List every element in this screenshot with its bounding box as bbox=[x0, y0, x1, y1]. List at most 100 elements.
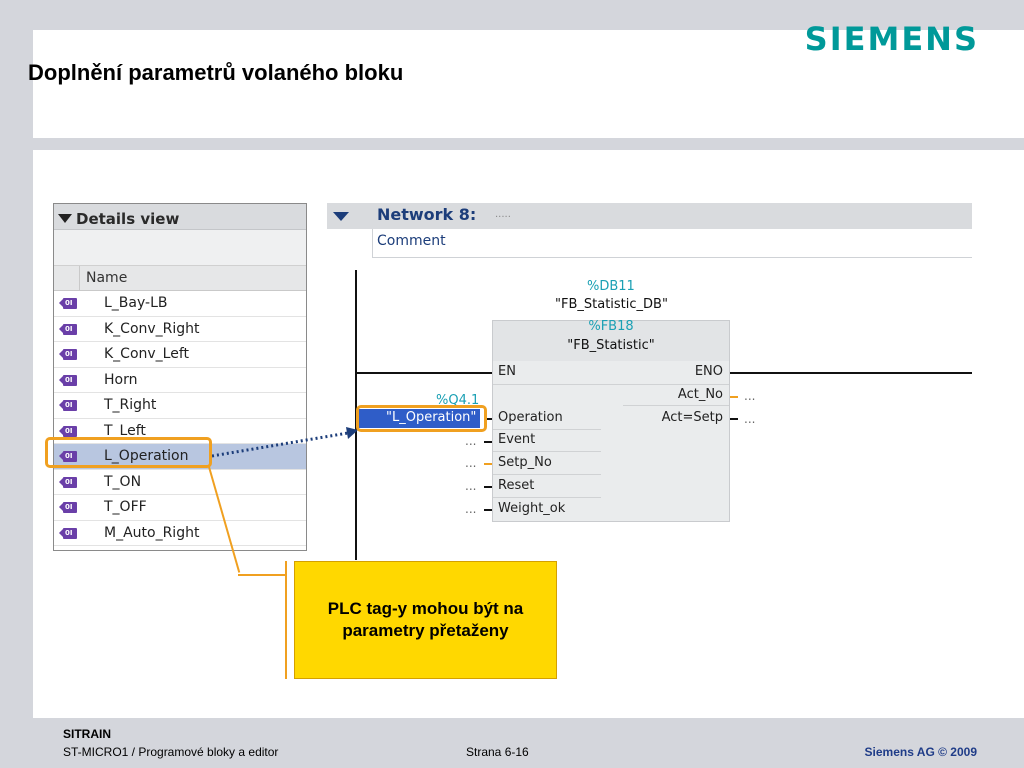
tag-icon-text: 0I bbox=[65, 426, 73, 435]
column-header-label: Name bbox=[86, 270, 128, 286]
tag-name: K_Conv_Left bbox=[104, 346, 190, 362]
tag-name: Horn bbox=[104, 371, 138, 388]
highlight-source-tag bbox=[45, 437, 212, 468]
input-pin-operation[interactable]: Operation bbox=[498, 410, 563, 425]
input-pin-reset[interactable]: Reset bbox=[498, 478, 535, 493]
drag-arrowhead-icon bbox=[346, 427, 358, 439]
footer-copyright: Siemens AG © 2009 bbox=[864, 745, 977, 759]
fb-address: %FB18 bbox=[588, 319, 634, 334]
footer-course: ST-MICRO1 / Programové bloky a editor bbox=[63, 745, 279, 759]
list-item[interactable]: 0I K_Conv_Left bbox=[54, 342, 306, 368]
input-pin-setp-no[interactable]: Setp_No bbox=[498, 455, 552, 470]
setp-no-stub bbox=[484, 463, 492, 465]
list-item[interactable]: 0I T_OFF bbox=[54, 495, 306, 521]
instance-db-address[interactable]: %DB11 bbox=[587, 279, 635, 294]
pin-divider bbox=[493, 429, 601, 430]
plc-tag-icon[interactable]: 0I bbox=[59, 374, 77, 386]
reset-stub bbox=[484, 486, 492, 488]
list-item[interactable]: 0I K_Conv_Right bbox=[54, 317, 306, 342]
list-item[interactable]: 0I Horn bbox=[54, 368, 306, 393]
reset-placeholder[interactable]: ... bbox=[465, 479, 477, 493]
act-setp-placeholder[interactable]: ... bbox=[744, 412, 756, 426]
act-no-placeholder[interactable]: ... bbox=[744, 389, 756, 403]
footer-brand: SITRAIN bbox=[63, 727, 111, 741]
plc-tag-icon[interactable]: 0I bbox=[59, 323, 77, 335]
input-pin-en[interactable]: EN bbox=[498, 364, 516, 379]
tag-name: T_ON bbox=[104, 473, 142, 490]
callout-connector-vertical bbox=[285, 561, 287, 679]
tag-icon-text: 0I bbox=[65, 375, 73, 384]
tag-icon-text: 0I bbox=[65, 401, 73, 409]
event-placeholder[interactable]: ... bbox=[465, 434, 477, 448]
siemens-logo: SIEMENS bbox=[804, 20, 979, 58]
slide-header-area bbox=[33, 30, 1024, 138]
tag-name: L_Bay-LB bbox=[104, 295, 168, 311]
slide-title: Doplnění parametrů volaného bloku bbox=[28, 60, 404, 85]
details-view-header[interactable]: Details view bbox=[54, 204, 306, 230]
pin-divider bbox=[493, 384, 729, 385]
setp-no-placeholder[interactable]: ... bbox=[465, 456, 477, 470]
fb-name: "FB_Statistic" bbox=[567, 338, 655, 353]
column-separator bbox=[79, 266, 80, 291]
input-pin-weight-ok[interactable]: Weight_ok bbox=[498, 501, 566, 516]
pin-divider bbox=[493, 497, 601, 498]
list-item[interactable]: 0I T_ON bbox=[54, 470, 306, 495]
operation-tag-field[interactable]: "L_Operation" bbox=[359, 409, 480, 428]
tag-icon-text: 0I bbox=[65, 324, 73, 333]
callout-connector-horizontal bbox=[238, 574, 286, 576]
operation-tag-address[interactable]: %Q4.1 bbox=[436, 393, 480, 408]
network-header[interactable]: Network 8: ..... bbox=[327, 203, 972, 229]
en-wire bbox=[357, 372, 492, 374]
plc-tag-icon[interactable]: 0I bbox=[59, 476, 77, 488]
network-title: Network 8: bbox=[377, 205, 477, 224]
network-title-placeholder[interactable]: ..... bbox=[495, 209, 511, 220]
drag-dotted-line bbox=[211, 431, 349, 458]
column-header-name[interactable]: Name bbox=[54, 266, 306, 291]
output-pin-act-no[interactable]: Act_No bbox=[677, 387, 723, 402]
pin-divider bbox=[623, 405, 729, 406]
tag-name: T_Left bbox=[104, 422, 146, 439]
output-pin-act-setp[interactable]: Act=Setp bbox=[661, 410, 723, 425]
collapse-triangle-icon[interactable] bbox=[58, 214, 72, 223]
tag-name: K_Conv_Right bbox=[104, 320, 200, 337]
eno-wire bbox=[730, 372, 972, 374]
operation-stub bbox=[484, 418, 492, 420]
tag-icon-text: 0I bbox=[65, 477, 73, 486]
plc-tag-icon[interactable]: 0I bbox=[59, 527, 77, 539]
input-pin-event[interactable]: Event bbox=[498, 432, 536, 447]
output-pin-eno[interactable]: ENO bbox=[694, 364, 723, 379]
highlight-target-parameter bbox=[356, 405, 487, 432]
tag-name: T_OFF bbox=[104, 499, 147, 515]
pin-divider bbox=[493, 474, 601, 475]
tag-icon-text: 0I bbox=[65, 299, 73, 307]
act-setp-stub bbox=[730, 418, 738, 420]
list-item[interactable]: 0I M_Auto_Right bbox=[54, 521, 306, 546]
details-view-toolbar bbox=[54, 230, 306, 266]
tag-icon-text: 0I bbox=[65, 528, 73, 537]
plc-tag-icon[interactable]: 0I bbox=[59, 451, 77, 462]
network-collapse-icon[interactable] bbox=[333, 212, 349, 221]
tag-name: M_Auto_Right bbox=[104, 524, 200, 541]
weight-ok-stub bbox=[484, 509, 492, 511]
network-comment-field[interactable]: Comment bbox=[372, 229, 972, 258]
tag-name: L_Operation bbox=[104, 448, 189, 464]
act-no-stub bbox=[730, 396, 738, 398]
plc-tag-icon[interactable]: 0I bbox=[59, 502, 77, 513]
callout-box: PLC tag-y mohou být na parametry přetaže… bbox=[294, 561, 557, 679]
weight-ok-placeholder[interactable]: ... bbox=[465, 502, 477, 516]
details-view-list: 0I L_Bay-LB 0I K_Conv_Right 0I K_Conv_Left 0I H… bbox=[54, 291, 306, 546]
event-stub bbox=[484, 441, 492, 443]
list-item[interactable]: 0I T_Left bbox=[54, 419, 306, 444]
details-view-title: Details view bbox=[76, 209, 180, 228]
pin-divider bbox=[493, 451, 601, 452]
plc-tag-icon[interactable]: 0I bbox=[59, 400, 77, 411]
instance-db-name[interactable]: "FB_Statistic_DB" bbox=[555, 297, 668, 312]
plc-tag-icon[interactable]: 0I bbox=[59, 298, 77, 309]
list-item[interactable]: 0I L_Bay-LB bbox=[54, 291, 306, 317]
plc-tag-icon[interactable]: 0I bbox=[59, 349, 77, 360]
fb-title-area: %FB18 "FB_Statistic" bbox=[493, 319, 729, 361]
function-block-box[interactable]: %FB18 "FB_Statistic" EN ENO Act_No Opera… bbox=[492, 319, 730, 522]
plc-tag-icon[interactable]: 0I bbox=[59, 425, 77, 437]
